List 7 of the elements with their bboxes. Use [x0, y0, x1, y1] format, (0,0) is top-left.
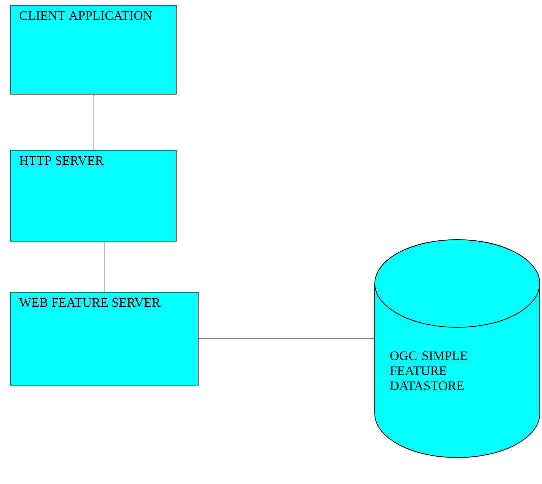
datastore-cylinder: OGC SIMPLE FEATURE DATASTORE [374, 239, 540, 458]
connector-line [198, 338, 375, 340]
process-box: CLIENT APPLICATION [10, 5, 177, 95]
connector-line [104, 241, 105, 292]
process-box: WEB FEATURE SERVER [10, 292, 199, 386]
connector-line [93, 94, 94, 150]
process-box: HTTP SERVER [10, 150, 177, 242]
